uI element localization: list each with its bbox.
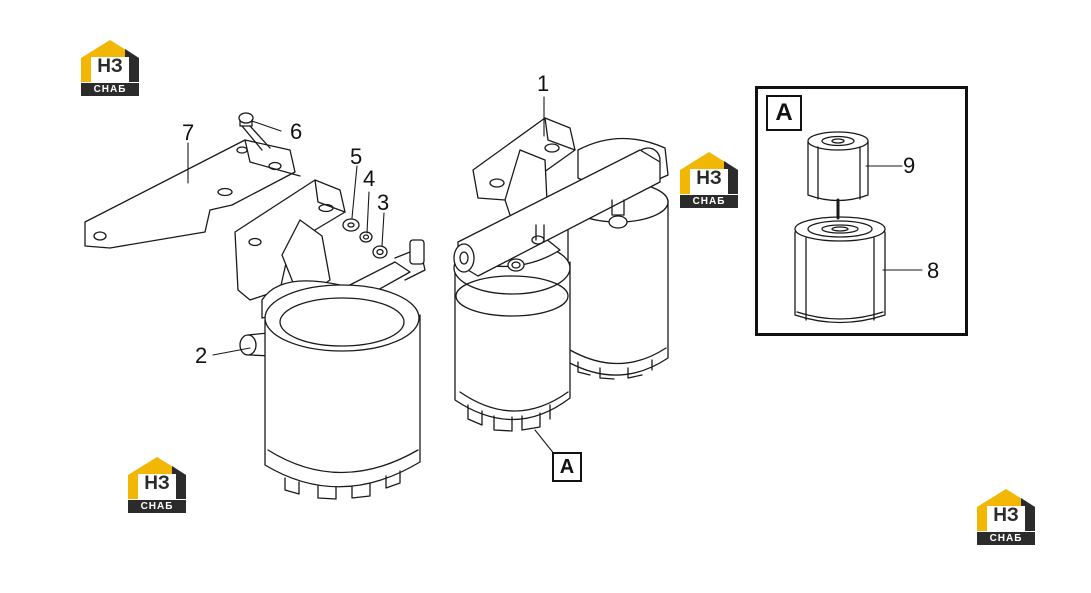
callout-2: 2 xyxy=(195,343,208,368)
house-icon xyxy=(128,457,186,499)
brand-logo: НЗ СНАБ xyxy=(79,38,141,98)
filter-canister-left xyxy=(264,284,421,500)
house-icon xyxy=(81,40,139,82)
logo-word: СНАБ xyxy=(680,195,738,208)
callout-5: 5 xyxy=(350,144,363,169)
view-label: A xyxy=(552,452,582,482)
leader-lines xyxy=(187,96,923,456)
house-icon xyxy=(977,489,1035,531)
callout-4: 4 xyxy=(363,166,376,191)
detail-view-frame: A xyxy=(755,86,968,336)
brand-logo: НЗ СНАБ xyxy=(678,150,740,210)
callout-6: 6 xyxy=(290,119,303,144)
logo-word: СНАБ xyxy=(81,83,139,96)
brand-logo: НЗ СНАБ xyxy=(126,455,188,515)
filter-element-9 xyxy=(807,131,869,202)
filter-element-8 xyxy=(794,216,886,324)
callout-7: 7 xyxy=(182,120,195,145)
callout-9: 9 xyxy=(903,153,916,178)
brand-logo: НЗ СНАБ xyxy=(975,487,1037,547)
bolt-6 xyxy=(238,112,271,151)
callout-1: 1 xyxy=(537,71,550,96)
detail-view-label: A xyxy=(766,95,802,131)
logo-initials: НЗ xyxy=(97,56,123,77)
logo-word: СНАБ xyxy=(128,500,186,513)
logo-initials: НЗ xyxy=(696,168,722,189)
washers xyxy=(342,218,388,259)
logo-initials: НЗ xyxy=(993,505,1019,526)
logo-initials: НЗ xyxy=(144,473,170,494)
filter-head-crossbar xyxy=(453,149,661,277)
callout-8: 8 xyxy=(927,258,940,283)
logo-word: СНАБ xyxy=(977,532,1035,545)
house-icon xyxy=(680,152,738,194)
callout-3: 3 xyxy=(377,190,390,215)
